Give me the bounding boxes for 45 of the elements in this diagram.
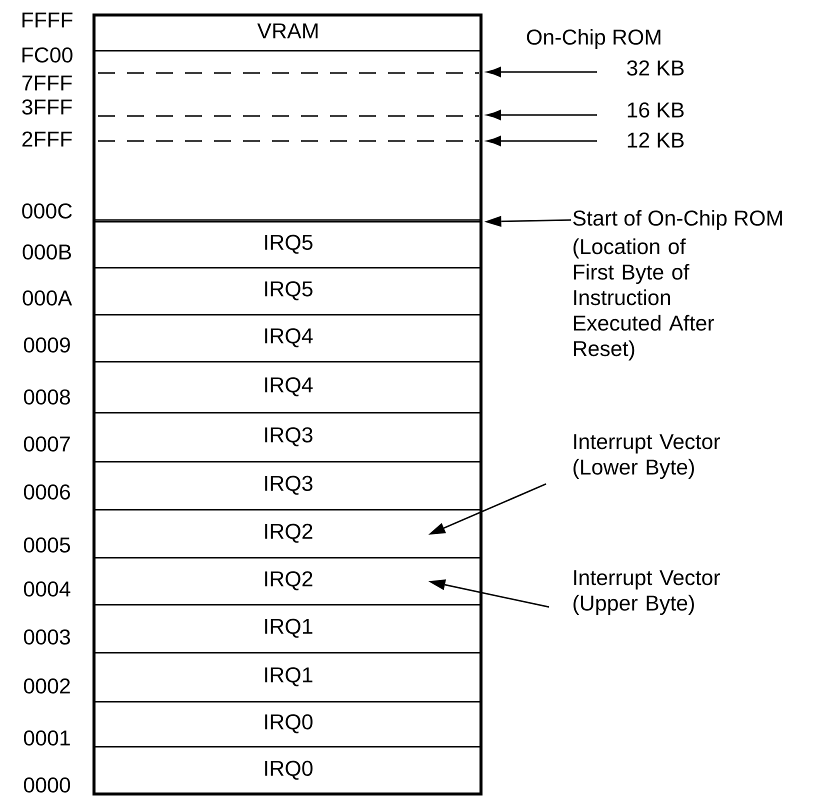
address-label: 0003 — [24, 629, 70, 645]
address-label: 0009 — [24, 337, 70, 353]
annotation-text: 12 KB — [628, 132, 684, 148]
memory-cell: IRQ5 — [94, 221, 482, 268]
annotation-text: Start of On-Chip ROM — [573, 210, 782, 230]
address-label: 0004 — [24, 581, 70, 597]
address-label: 0006 — [24, 484, 70, 500]
address-label: 0008 — [24, 389, 70, 405]
arrow — [484, 216, 572, 227]
heading-label: On-Chip ROM — [526, 28, 660, 50]
memory-cell: IRQ0 — [94, 746, 482, 796]
address-label: 000B — [22, 244, 71, 260]
memory-cell: IRQ0 — [94, 701, 482, 748]
arrow — [486, 136, 597, 146]
memory-cell: VRAM — [94, 15, 482, 52]
address-label: 0001 — [24, 730, 70, 746]
address-label: 3FFF — [22, 99, 72, 115]
annotation-text: 32 KB — [627, 60, 684, 76]
memory-cell: IRQ3 — [94, 412, 482, 462]
memory-cell: IRQ5 — [94, 267, 482, 316]
memory-cell: IRQ2 — [94, 557, 482, 606]
address-label: 0000 — [24, 777, 70, 793]
arrow — [486, 66, 597, 78]
address-label: FC00 — [22, 47, 72, 63]
address-label: 000C — [22, 203, 72, 219]
annotation-text: Interrupt Vector (Lower Byte) — [574, 434, 720, 479]
address-label: 000A — [22, 290, 72, 306]
address-label: 0005 — [24, 537, 70, 553]
memory-cell: IRQ1 — [94, 652, 482, 702]
annotation-note: (Location of First Byte of Instruction Executed After Reset) — [574, 238, 714, 360]
memory-cell: IRQ1 — [94, 604, 482, 654]
address-label: 0007 — [24, 436, 70, 452]
memory-cell: IRQ4 — [94, 361, 482, 414]
arrow — [486, 110, 597, 120]
memory-cell: IRQ2 — [94, 509, 482, 558]
address-label: 7FFF — [22, 76, 72, 90]
arrow — [428, 579, 550, 608]
memory-cell: IRQ3 — [94, 461, 482, 510]
annotation-text: Interrupt Vector (Upper Byte) — [574, 570, 720, 615]
address-label: 0002 — [24, 678, 70, 694]
address-label: 2FFF — [22, 132, 72, 146]
arrow — [428, 483, 546, 535]
memory-cell: IRQ4 — [94, 314, 482, 362]
annotation-text: 16 KB — [628, 102, 684, 118]
address-label: FFFF — [22, 12, 72, 28]
